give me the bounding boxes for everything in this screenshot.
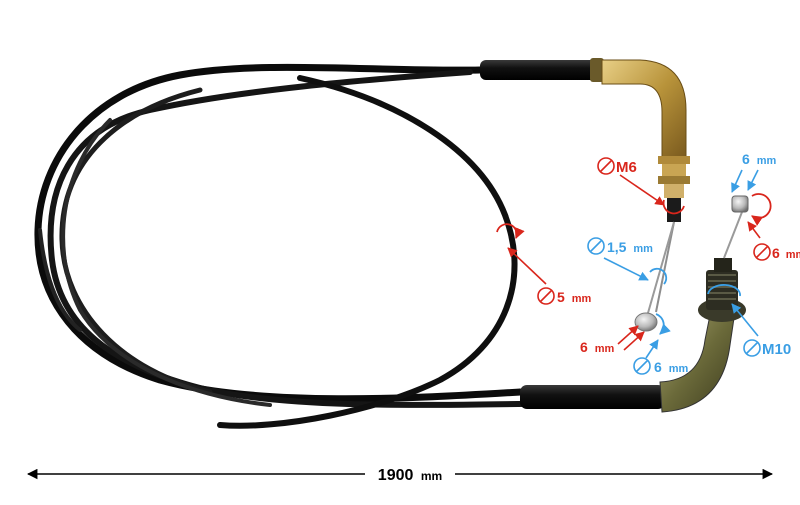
svg-text:6 mm: 6 mm: [654, 359, 688, 375]
callout-cable-diameter: 5 mm: [496, 223, 591, 305]
nipple-d-value: 6: [772, 245, 780, 261]
nipple-b-unit: mm: [669, 363, 689, 375]
svg-text:1,5 mm: 1,5 mm: [607, 239, 653, 255]
svg-text:1900 mm: 1900 mm: [378, 467, 442, 484]
cable-dia-value: 5: [557, 289, 565, 305]
nipple-a-unit: mm: [595, 343, 615, 355]
nipple-c-unit: mm: [757, 155, 777, 167]
svg-text:6 mm: 6 mm: [742, 151, 776, 167]
inner-wire-value: 1,5: [607, 239, 627, 255]
inner-wire-left: [634, 221, 675, 332]
callout-nipple-right-red: 6 mm: [747, 193, 800, 261]
callout-nipple-left-red: 6 mm: [580, 325, 645, 355]
callout-m6: M6: [597, 157, 685, 215]
callout-nipple-lower-blue: 6 mm: [633, 313, 688, 375]
svg-text:6 mm: 6 mm: [772, 245, 800, 261]
m6-label: M6: [616, 159, 637, 176]
nipple-c-value: 6: [742, 151, 750, 167]
inner-wire-unit: mm: [633, 243, 653, 255]
svg-text:6 mm: 6 mm: [580, 339, 614, 355]
outer-cable-coil: [34, 63, 663, 429]
callout-nipple-top-blue: 6 mm: [731, 151, 776, 193]
callout-inner-wire: 1,5 mm: [587, 237, 668, 285]
length-unit: mm: [421, 469, 442, 483]
cable-dia-unit: mm: [572, 293, 592, 305]
svg-text:5 mm: 5 mm: [557, 289, 591, 305]
length-dimension: 1900 mm: [26, 467, 774, 484]
m10-label: M10: [762, 341, 791, 358]
nipple-a-value: 6: [580, 339, 588, 355]
callout-m10: M10: [707, 284, 791, 358]
length-value: 1900: [378, 467, 414, 484]
upper-elbow-fitting: [480, 58, 690, 313]
lower-elbow-fitting: [520, 195, 749, 413]
nipple-b-value: 6: [654, 359, 662, 375]
nipple-d-unit: mm: [786, 249, 800, 261]
